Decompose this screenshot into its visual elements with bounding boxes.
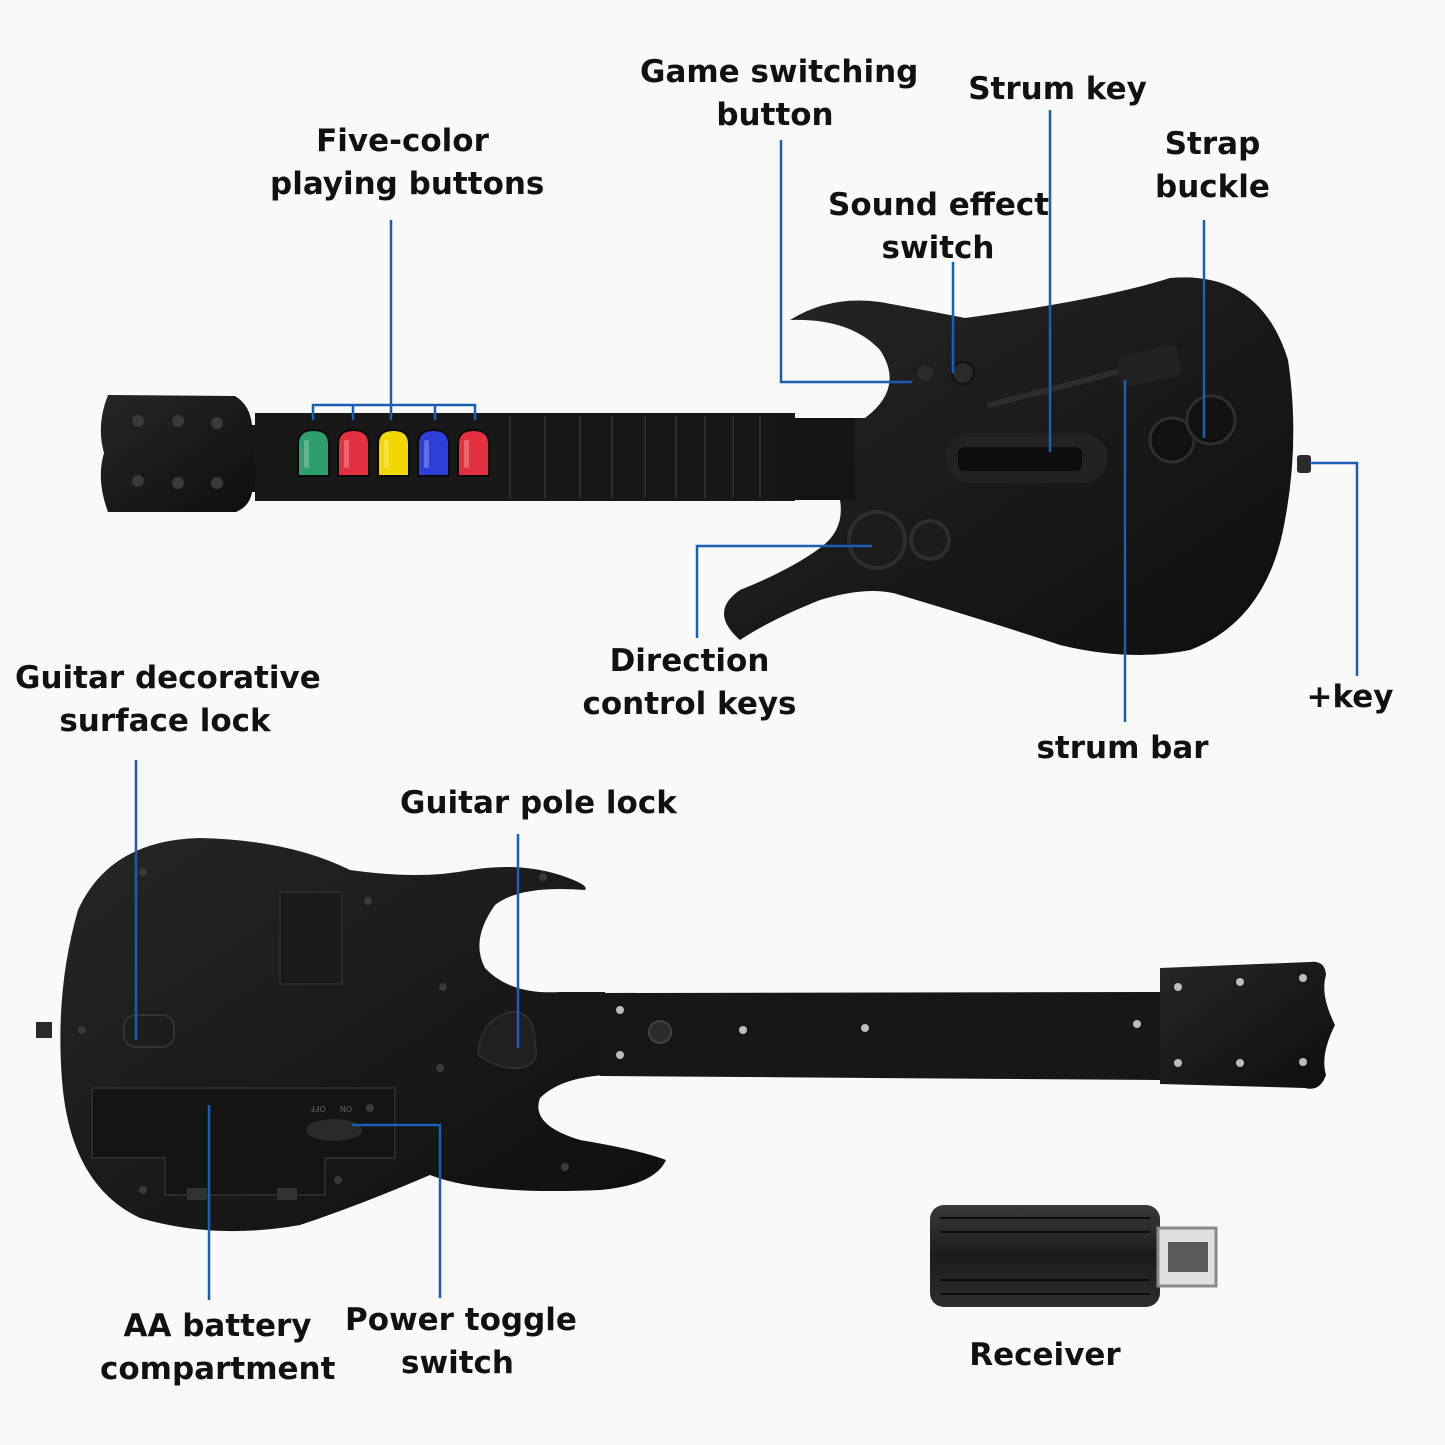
whammy-bar[interactable]	[987, 367, 1128, 408]
fret-button-2[interactable]	[337, 428, 370, 477]
plus-key[interactable]	[1297, 455, 1311, 473]
receiver-body	[930, 1205, 1160, 1307]
label-strum-bar: strum bar	[1036, 730, 1209, 766]
strum-bar[interactable]	[958, 447, 1082, 471]
label-pole-lock: Guitar pole lock	[400, 785, 677, 821]
receiver-grip	[940, 1217, 1150, 1295]
side-connector	[36, 1022, 52, 1038]
receiver	[930, 1205, 1218, 1307]
strap-buckle[interactable]	[1185, 394, 1237, 446]
screws	[78, 868, 569, 1194]
fret-button-5[interactable]	[457, 428, 490, 477]
strum-key[interactable]	[1115, 344, 1182, 388]
neck-bolt	[648, 1020, 672, 1044]
game-switching-button[interactable]	[917, 365, 933, 381]
headstock-back	[1160, 961, 1335, 1089]
label-strum-key: Strum key	[968, 71, 1147, 107]
strap-buckle-left	[1148, 416, 1196, 464]
fret-button-highlight	[384, 440, 389, 468]
battery-compartment[interactable]	[91, 1087, 396, 1196]
fret-button-highlight	[424, 440, 429, 468]
neck-joint	[775, 418, 865, 500]
leader-lines	[134, 110, 1359, 1300]
neck-front	[255, 413, 795, 501]
switch-off-mark: OFF	[310, 1104, 326, 1113]
headstock-front	[100, 395, 262, 512]
fret-button-highlight	[464, 440, 469, 468]
pole-lock[interactable]	[476, 1010, 537, 1070]
label-plus-key: +key	[1306, 679, 1394, 715]
headstock-screws	[1133, 974, 1307, 1067]
back-panel	[279, 891, 343, 985]
guitar-back: OFF ON	[36, 838, 1335, 1232]
sound-effect-switch[interactable]	[951, 361, 975, 385]
frets	[509, 416, 761, 498]
receiver-usb-contacts	[1168, 1242, 1208, 1272]
battery-clip	[277, 1188, 297, 1200]
tuning-pegs	[132, 415, 223, 489]
direction-key-small[interactable]	[909, 519, 951, 561]
fret-button-4[interactable]	[417, 428, 450, 477]
direction-key-large[interactable]	[847, 510, 907, 570]
neck-back	[600, 992, 1160, 1080]
switch-on-mark: ON	[340, 1104, 352, 1113]
guitar-front	[100, 277, 1311, 655]
fret-button-highlight	[344, 440, 349, 468]
decorative-surface-lock[interactable]	[123, 1014, 175, 1048]
fret-button-3[interactable]	[377, 428, 410, 477]
five-color-buttons	[297, 428, 490, 477]
label-receiver: Receiver	[969, 1337, 1121, 1373]
fret-button-1[interactable]	[297, 428, 330, 477]
power-toggle-switch[interactable]	[306, 1119, 362, 1141]
battery-clip	[187, 1188, 207, 1200]
neck-screws	[616, 1006, 869, 1059]
fret-button-highlight	[304, 440, 309, 468]
